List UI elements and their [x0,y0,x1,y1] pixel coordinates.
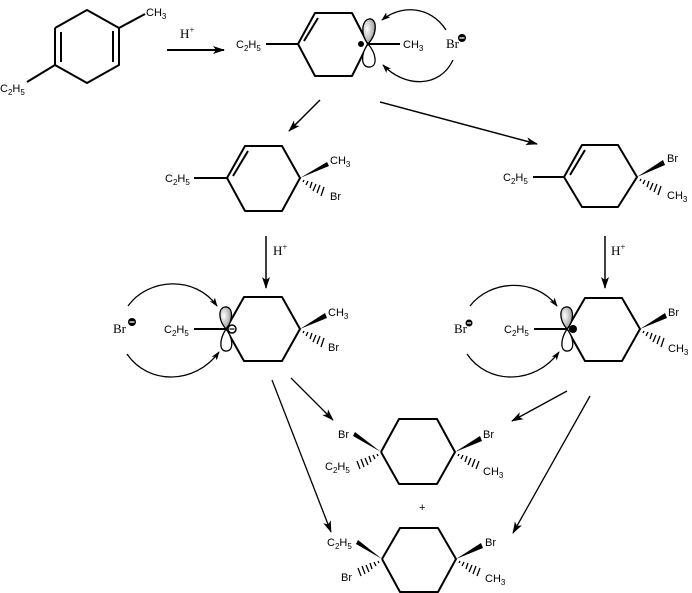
methyl-label: CH3 [485,573,506,587]
ethyl-label: C2H5 [236,39,261,53]
methyl-label: CH3 [667,190,688,204]
double-bond-inner [569,149,586,176]
methyl-label: CH3 [668,343,689,357]
wedge-bond-methyl [300,313,327,329]
molecule-bromide-adduct-a: C2H5 CH3 Br [165,145,351,212]
methyl-label: CH3 [330,155,351,169]
bromide-label: Br [454,321,468,336]
hash-bond-methyl [642,330,665,348]
molecule-bromide-adduct-b: C2H5 Br CH3 [503,144,688,208]
plus-sign: + [419,502,425,514]
arrow-to-adduct-a [288,99,321,132]
ethyl-label: C2H5 [503,172,528,186]
ring-bonds [54,9,120,84]
bromide-label: Br [446,36,460,51]
hash-bond-bromine [302,179,325,197]
arrow-a-to-dibromide-trans [271,379,332,533]
p-orbital-lower-lobe [361,42,376,68]
radical-dot [358,41,364,47]
ethyl-label: C2H5 [327,537,352,551]
ring-bonds [380,418,456,485]
bromine-label-left: Br [338,429,349,441]
bromine-label: Br [328,342,339,354]
bromine-label: Br [668,307,679,319]
ethyl-label: C2H5 [0,83,25,97]
wedge-bond-bromine [640,313,667,329]
double-bond-inner [303,17,319,42]
bond-ethyl [26,64,56,83]
ethyl-label: C2H5 [165,173,190,187]
ring-bonds [226,145,301,212]
double-bond-inner [232,150,249,177]
bromine-label: Br [667,153,678,165]
reagent-proton-label: H+ [180,25,194,41]
hash-bond-bromine [302,330,325,348]
p-orbital-lower-lobe [220,327,233,352]
methyl-label: CH3 [328,307,349,321]
curved-arrow-bottom [382,59,454,83]
bromine-label-left: Br [341,572,352,584]
wedge-bond-methyl [300,162,329,178]
molecule-carbocation-b: C2H5 Br CH3 Br [454,284,689,378]
curved-arrow-bottom [126,351,220,378]
hash-bond-ethyl [356,453,379,470]
bromine-label: Br [330,191,341,203]
arrow-b-to-dibromide-trans [512,395,591,534]
methyl-label: CH3 [146,7,167,21]
hash-bond-methyl [457,453,480,470]
wedge-bond-ethyl [356,540,382,559]
ethyl-label: C2H5 [504,324,529,338]
ring-bonds [297,12,369,77]
hash-bond-methyl [458,560,481,577]
p-orbital-upper-lobe [560,306,574,330]
curved-arrow-bottom [466,351,560,378]
ring-bonds [563,144,638,208]
wedge-bond-bromine-right [456,543,483,559]
ethyl-label: C2H5 [325,461,350,475]
p-orbital-upper-lobe [219,306,233,330]
cation-charge-icon [569,325,577,333]
hash-bond-bromine-left [357,560,380,577]
wedge-bond-bromine [637,160,665,177]
p-orbital-upper-lobe [362,18,376,46]
molecule-tertiary-carbocation: C2H5 CH3 Br [236,9,466,83]
p-orbital-lower-lobe [561,327,574,352]
reagent-proton-label-b: H+ [611,242,625,258]
curved-arrow-top [381,9,447,31]
ring-bonds [566,297,641,362]
curved-arrow-top [469,284,558,307]
ethyl-label: C2H5 [164,324,189,338]
curved-arrow-top [127,283,218,307]
arrow-to-adduct-b [379,101,538,146]
molecule-diene: CH3 C2H5 [0,7,167,97]
molecule-dibromide-trans: C2H5 Br Br CH3 [327,527,506,593]
arrow-a-to-dibromide-cis [290,377,334,421]
molecule-dibromide-cis: Br C2H5 Br CH3 [325,418,504,485]
bond-methyl [118,13,146,29]
hash-bond-methyl [639,178,662,196]
molecule-carbocation-a: C2H5 CH3 Br Br [113,283,349,378]
bromine-label-right: Br [485,537,496,549]
methyl-label: CH3 [403,39,424,53]
bromide-label: Br [113,321,127,336]
arrow-b-to-dibromide-cis [511,390,568,422]
reagent-proton-label-a: H+ [273,242,287,258]
ring-bonds [381,527,457,593]
wedge-bond-bromine-right [455,436,482,452]
ring-bonds [225,296,301,362]
methyl-label: CH3 [483,466,504,480]
wedge-bond-bromine-left [353,432,381,452]
bromine-label-right: Br [483,429,494,441]
